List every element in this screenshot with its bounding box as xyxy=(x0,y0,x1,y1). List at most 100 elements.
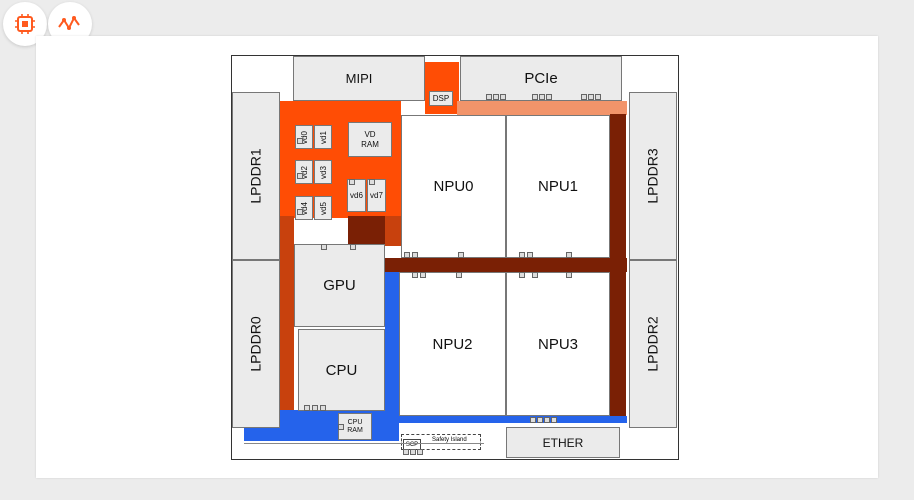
port xyxy=(338,424,344,430)
port xyxy=(297,138,303,144)
port xyxy=(420,272,426,278)
mipi-label: MIPI xyxy=(345,71,373,86)
npu0-block: NPU0 xyxy=(401,115,506,258)
lpddr3-label: LPDDR3 xyxy=(645,148,661,204)
vd1-label: vd1 xyxy=(318,130,328,144)
port xyxy=(350,244,356,250)
cpu-label: CPU xyxy=(325,361,358,379)
vd5-label: vd5 xyxy=(318,201,328,215)
vd7-label: vd7 xyxy=(370,191,383,200)
brown-horizontal-bus xyxy=(385,258,627,272)
port xyxy=(537,417,543,423)
port xyxy=(412,252,418,258)
slide-canvas: MIPI PCIe DSP ETHER LPDDR1 LPDDR0 LPDDR3… xyxy=(36,36,878,478)
lpddr1-label: LPDDR1 xyxy=(248,148,264,204)
lpddr0-block: LPDDR0 xyxy=(232,260,280,428)
port xyxy=(412,272,418,278)
blue-fabric-right xyxy=(399,416,627,423)
safety-island-label: Safety Island xyxy=(432,437,467,443)
waveform-icon xyxy=(58,16,80,31)
brown-vertical-bus xyxy=(610,114,626,420)
mipi-block: MIPI xyxy=(293,56,425,101)
vd2-block: vd2 xyxy=(295,160,313,184)
npu0-label: NPU0 xyxy=(433,178,474,195)
vd6-label: vd6 xyxy=(350,191,363,200)
vd-ram-block: VD RAM xyxy=(348,122,392,157)
lpddr0-label: LPDDR0 xyxy=(248,316,264,372)
port xyxy=(417,449,423,455)
port xyxy=(297,173,303,179)
vd7-block: vd7 xyxy=(367,179,386,212)
npu2-block: NPU2 xyxy=(399,272,506,416)
npu1-label: NPU1 xyxy=(537,178,578,195)
port xyxy=(321,244,327,250)
port xyxy=(369,179,375,185)
vd5-block: vd5 xyxy=(314,196,332,220)
pcie-label: PCIe xyxy=(524,70,558,87)
port xyxy=(566,252,572,258)
port xyxy=(527,252,533,258)
port xyxy=(304,405,310,411)
port xyxy=(500,94,506,100)
port xyxy=(595,94,601,100)
chip-icon xyxy=(15,14,35,34)
port xyxy=(493,94,499,100)
port xyxy=(530,417,536,423)
port xyxy=(532,94,538,100)
port xyxy=(456,272,462,278)
dsp-orange-column xyxy=(425,62,459,114)
vd4-block: vd4 xyxy=(295,196,313,220)
port xyxy=(297,209,303,215)
cpu-ram-label: CPU RAM xyxy=(347,418,363,434)
blue-fabric-column xyxy=(385,272,399,422)
vd3-label: vd3 xyxy=(318,165,328,179)
port xyxy=(349,179,355,185)
port xyxy=(519,252,525,258)
salmon-bus xyxy=(457,101,627,115)
lpddr1-block: LPDDR1 xyxy=(232,92,280,260)
npu2-label: NPU2 xyxy=(432,335,473,353)
vd6-block: vd6 xyxy=(347,179,366,212)
port xyxy=(544,417,550,423)
npu3-label: NPU3 xyxy=(537,335,578,353)
port xyxy=(320,405,326,411)
lpddr2-label: LPDDR2 xyxy=(645,316,661,372)
port xyxy=(410,449,416,455)
port xyxy=(588,94,594,100)
port xyxy=(546,94,552,100)
pcie-block: PCIe xyxy=(460,56,622,101)
dark-orange-left xyxy=(280,216,294,441)
lpddr2-block: LPDDR2 xyxy=(629,260,677,428)
vd-ram-label: VD RAM xyxy=(361,129,379,149)
port xyxy=(312,405,318,411)
port xyxy=(539,94,545,100)
port xyxy=(404,252,410,258)
npu3-block: NPU3 xyxy=(506,272,610,416)
chip-tool-button[interactable] xyxy=(3,2,47,46)
vd1-block: vd1 xyxy=(314,125,332,149)
port xyxy=(458,252,464,258)
bottom-io-strip xyxy=(244,443,484,456)
port xyxy=(403,449,409,455)
gpu-label: GPU xyxy=(323,277,356,294)
port xyxy=(566,272,572,278)
port xyxy=(532,272,538,278)
lpddr3-block: LPDDR3 xyxy=(629,92,677,260)
gpu-block: GPU xyxy=(294,244,385,327)
npu1-block: NPU1 xyxy=(506,115,610,258)
ether-label: ETHER xyxy=(542,435,584,450)
scp-label: SCP xyxy=(405,442,419,448)
port xyxy=(519,272,525,278)
cpu-ram-block: CPU RAM xyxy=(338,413,372,440)
vd3-block: vd3 xyxy=(314,160,332,184)
ether-block: ETHER xyxy=(506,427,620,458)
port xyxy=(581,94,587,100)
dsp-block: DSP xyxy=(429,91,453,106)
vd0-block: vd0 xyxy=(295,125,313,149)
cpu-block: CPU xyxy=(298,329,385,411)
port xyxy=(551,417,557,423)
safety-island-block: Safety Island xyxy=(401,434,481,450)
soc-floorplan: MIPI PCIe DSP ETHER LPDDR1 LPDDR0 LPDDR3… xyxy=(231,55,679,460)
port xyxy=(486,94,492,100)
dsp-label: DSP xyxy=(432,94,450,103)
